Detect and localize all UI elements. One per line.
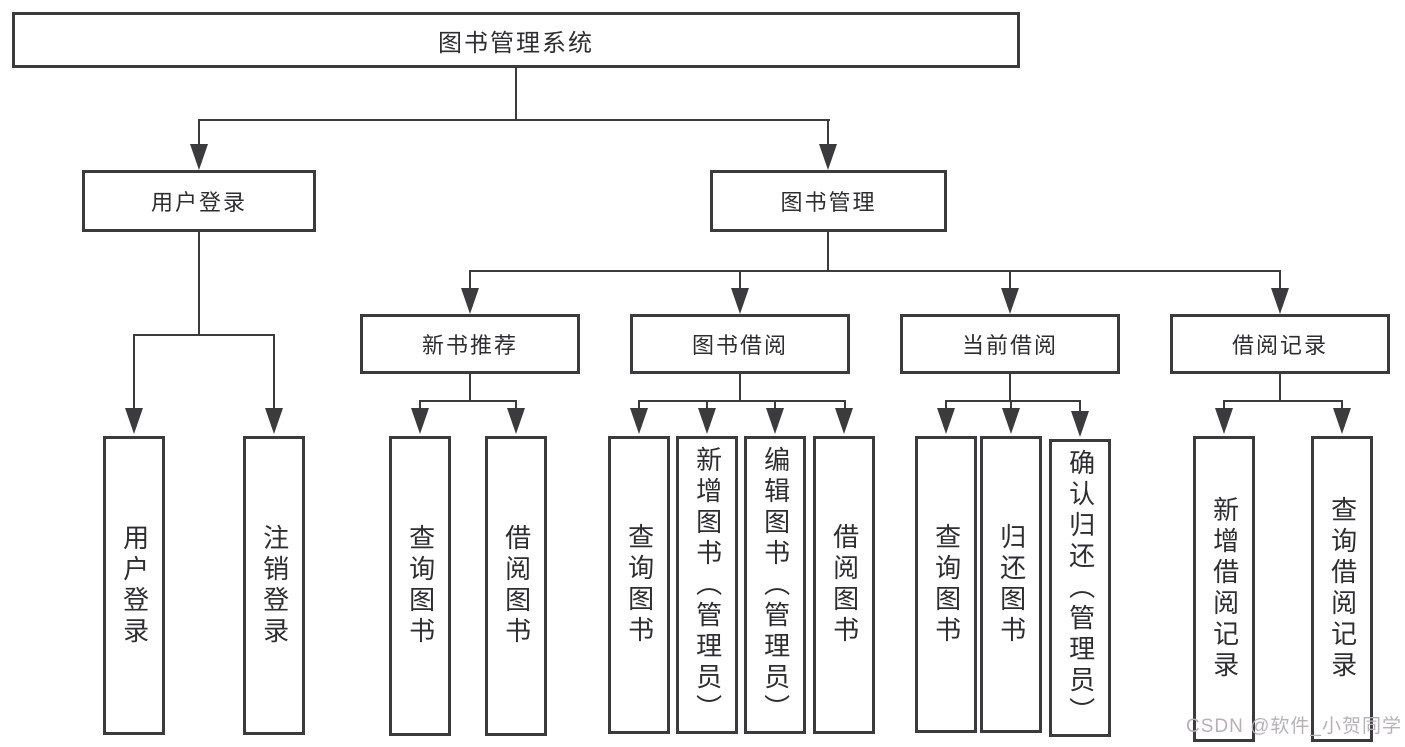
connector-book-management-hbar: [469, 270, 1281, 272]
connector-book-management-drop: [827, 119, 829, 147]
leaf-borrow-book-label: 借阅图书: [829, 523, 860, 647]
leaf-confirm-return-admin-label: 确认归还（管理员）: [1065, 448, 1096, 728]
arrow-down-icon: [125, 408, 143, 434]
arrow-down-icon: [461, 288, 479, 314]
leaf-user-login-label: 用户登录: [119, 523, 150, 648]
connector-current-hbar: [945, 400, 1081, 402]
node-book-borrow: 图书借阅: [630, 314, 850, 374]
node-user-login: 用户登录: [82, 170, 316, 232]
arrow-down-icon: [265, 408, 283, 434]
connector-leaf-drop: [515, 400, 517, 410]
node-current-borrow: 当前借阅: [900, 314, 1120, 374]
connector-leaf-drop: [419, 400, 421, 410]
arrow-down-icon: [819, 144, 837, 170]
arrow-down-icon: [1271, 288, 1289, 314]
connector-leaf-drop: [1079, 400, 1081, 412]
leaf-edit-book-admin-label: 编辑图书（管理员）: [760, 445, 791, 725]
arrow-down-icon: [190, 144, 208, 170]
leaf-recommend-query-book: 查询图书: [389, 436, 451, 736]
node-root: 图书管理系统: [12, 12, 1020, 68]
arrow-down-icon: [835, 408, 853, 434]
connector-borrow-hbar: [638, 400, 846, 402]
leaf-logout-label: 注销登录: [259, 523, 290, 648]
node-new-book-recommend: 新书推荐: [360, 314, 580, 374]
connector-section-drop: [739, 270, 741, 290]
leaf-query-borrow-record: 查询借阅记录: [1311, 436, 1373, 742]
connector-recommend-stem: [469, 374, 471, 402]
arrow-down-icon: [698, 408, 716, 434]
connector-root-stem: [515, 68, 517, 121]
connector-leaf-drop: [774, 400, 776, 410]
leaf-logout: 注销登录: [243, 436, 305, 735]
arrow-down-icon: [766, 408, 784, 434]
leaf-add-borrow-record: 新增借阅记录: [1193, 436, 1255, 742]
leaf-query-borrow-record-label: 查询借阅记录: [1327, 496, 1358, 682]
connector-leaf-drop: [1010, 400, 1012, 410]
csdn-watermark: CSDN @软件_小贺同学: [1186, 716, 1402, 737]
connector-root-hbar: [198, 119, 830, 121]
leaf-edit-book-admin: 编辑图书（管理员）: [744, 436, 806, 734]
connector-section-drop: [1279, 270, 1281, 290]
node-root-label: 图书管理系统: [438, 29, 594, 57]
leaf-add-borrow-record-label: 新增借阅记录: [1209, 496, 1240, 682]
leaf-return-book: 归还图书: [980, 436, 1042, 733]
arrow-down-icon: [1215, 408, 1233, 434]
connector-records-stem: [1279, 374, 1281, 402]
connector-leaf-drop: [706, 400, 708, 410]
arrow-down-icon: [1001, 288, 1019, 314]
arrow-down-icon: [630, 408, 648, 434]
leaf-borrow-book: 借阅图书: [813, 436, 875, 734]
connector-leaf-drop: [273, 334, 275, 410]
node-new-book-recommend-label: 新书推荐: [421, 333, 518, 358]
connector-user-login-stem: [198, 232, 200, 336]
connector-leaf-drop: [133, 334, 135, 410]
node-borrow-records: 借阅记录: [1170, 314, 1390, 374]
connector-user-login-drop: [198, 119, 200, 147]
leaf-borrow-query-book-label: 查询图书: [624, 523, 655, 647]
connector-leaf-drop: [1341, 400, 1343, 410]
arrow-down-icon: [1002, 408, 1020, 434]
leaf-user-login: 用户登录: [103, 436, 165, 735]
arrow-down-icon: [937, 408, 955, 434]
connector-leaf-drop: [844, 400, 846, 410]
leaf-add-book-admin-label: 新增图书（管理员）: [692, 445, 723, 725]
leaf-current-query-book: 查询图书: [915, 436, 977, 733]
leaf-borrow-query-book: 查询图书: [608, 436, 670, 734]
connector-leaf-drop: [945, 400, 947, 410]
leaf-return-book-label: 归还图书: [996, 522, 1027, 647]
connector-book-management-stem: [827, 232, 829, 272]
leaf-recommend-borrow-book-label: 借阅图书: [501, 524, 532, 648]
leaf-current-query-book-label: 查询图书: [931, 522, 962, 647]
arrow-down-icon: [731, 288, 749, 314]
arrow-down-icon: [411, 408, 429, 434]
arrow-down-icon: [1333, 408, 1351, 434]
node-user-login-label: 用户登录: [150, 190, 247, 215]
node-book-borrow-label: 图书借阅: [691, 333, 788, 358]
connector-user-login-hbar: [133, 334, 275, 336]
leaf-recommend-query-book-label: 查询图书: [405, 524, 436, 648]
connector-section-drop: [1009, 270, 1011, 290]
node-book-management: 图书管理: [710, 170, 947, 232]
leaf-confirm-return-admin: 确认归还（管理员）: [1049, 439, 1111, 737]
arrow-down-icon: [507, 408, 525, 434]
connector-recommend-hbar: [419, 400, 517, 402]
connector-records-hbar: [1223, 400, 1343, 402]
leaf-add-book-admin: 新增图书（管理员）: [676, 436, 738, 734]
arrow-down-icon: [1071, 411, 1089, 437]
connector-leaf-drop: [1223, 400, 1225, 410]
connector-section-drop: [469, 270, 471, 290]
node-current-borrow-label: 当前借阅: [961, 333, 1058, 358]
leaf-recommend-borrow-book: 借阅图书: [485, 436, 547, 736]
node-book-management-label: 图书管理: [780, 190, 877, 215]
node-borrow-records-label: 借阅记录: [1231, 333, 1328, 358]
connector-leaf-drop: [638, 400, 640, 410]
connector-current-stem: [1009, 374, 1011, 402]
connector-borrow-stem: [739, 374, 741, 402]
